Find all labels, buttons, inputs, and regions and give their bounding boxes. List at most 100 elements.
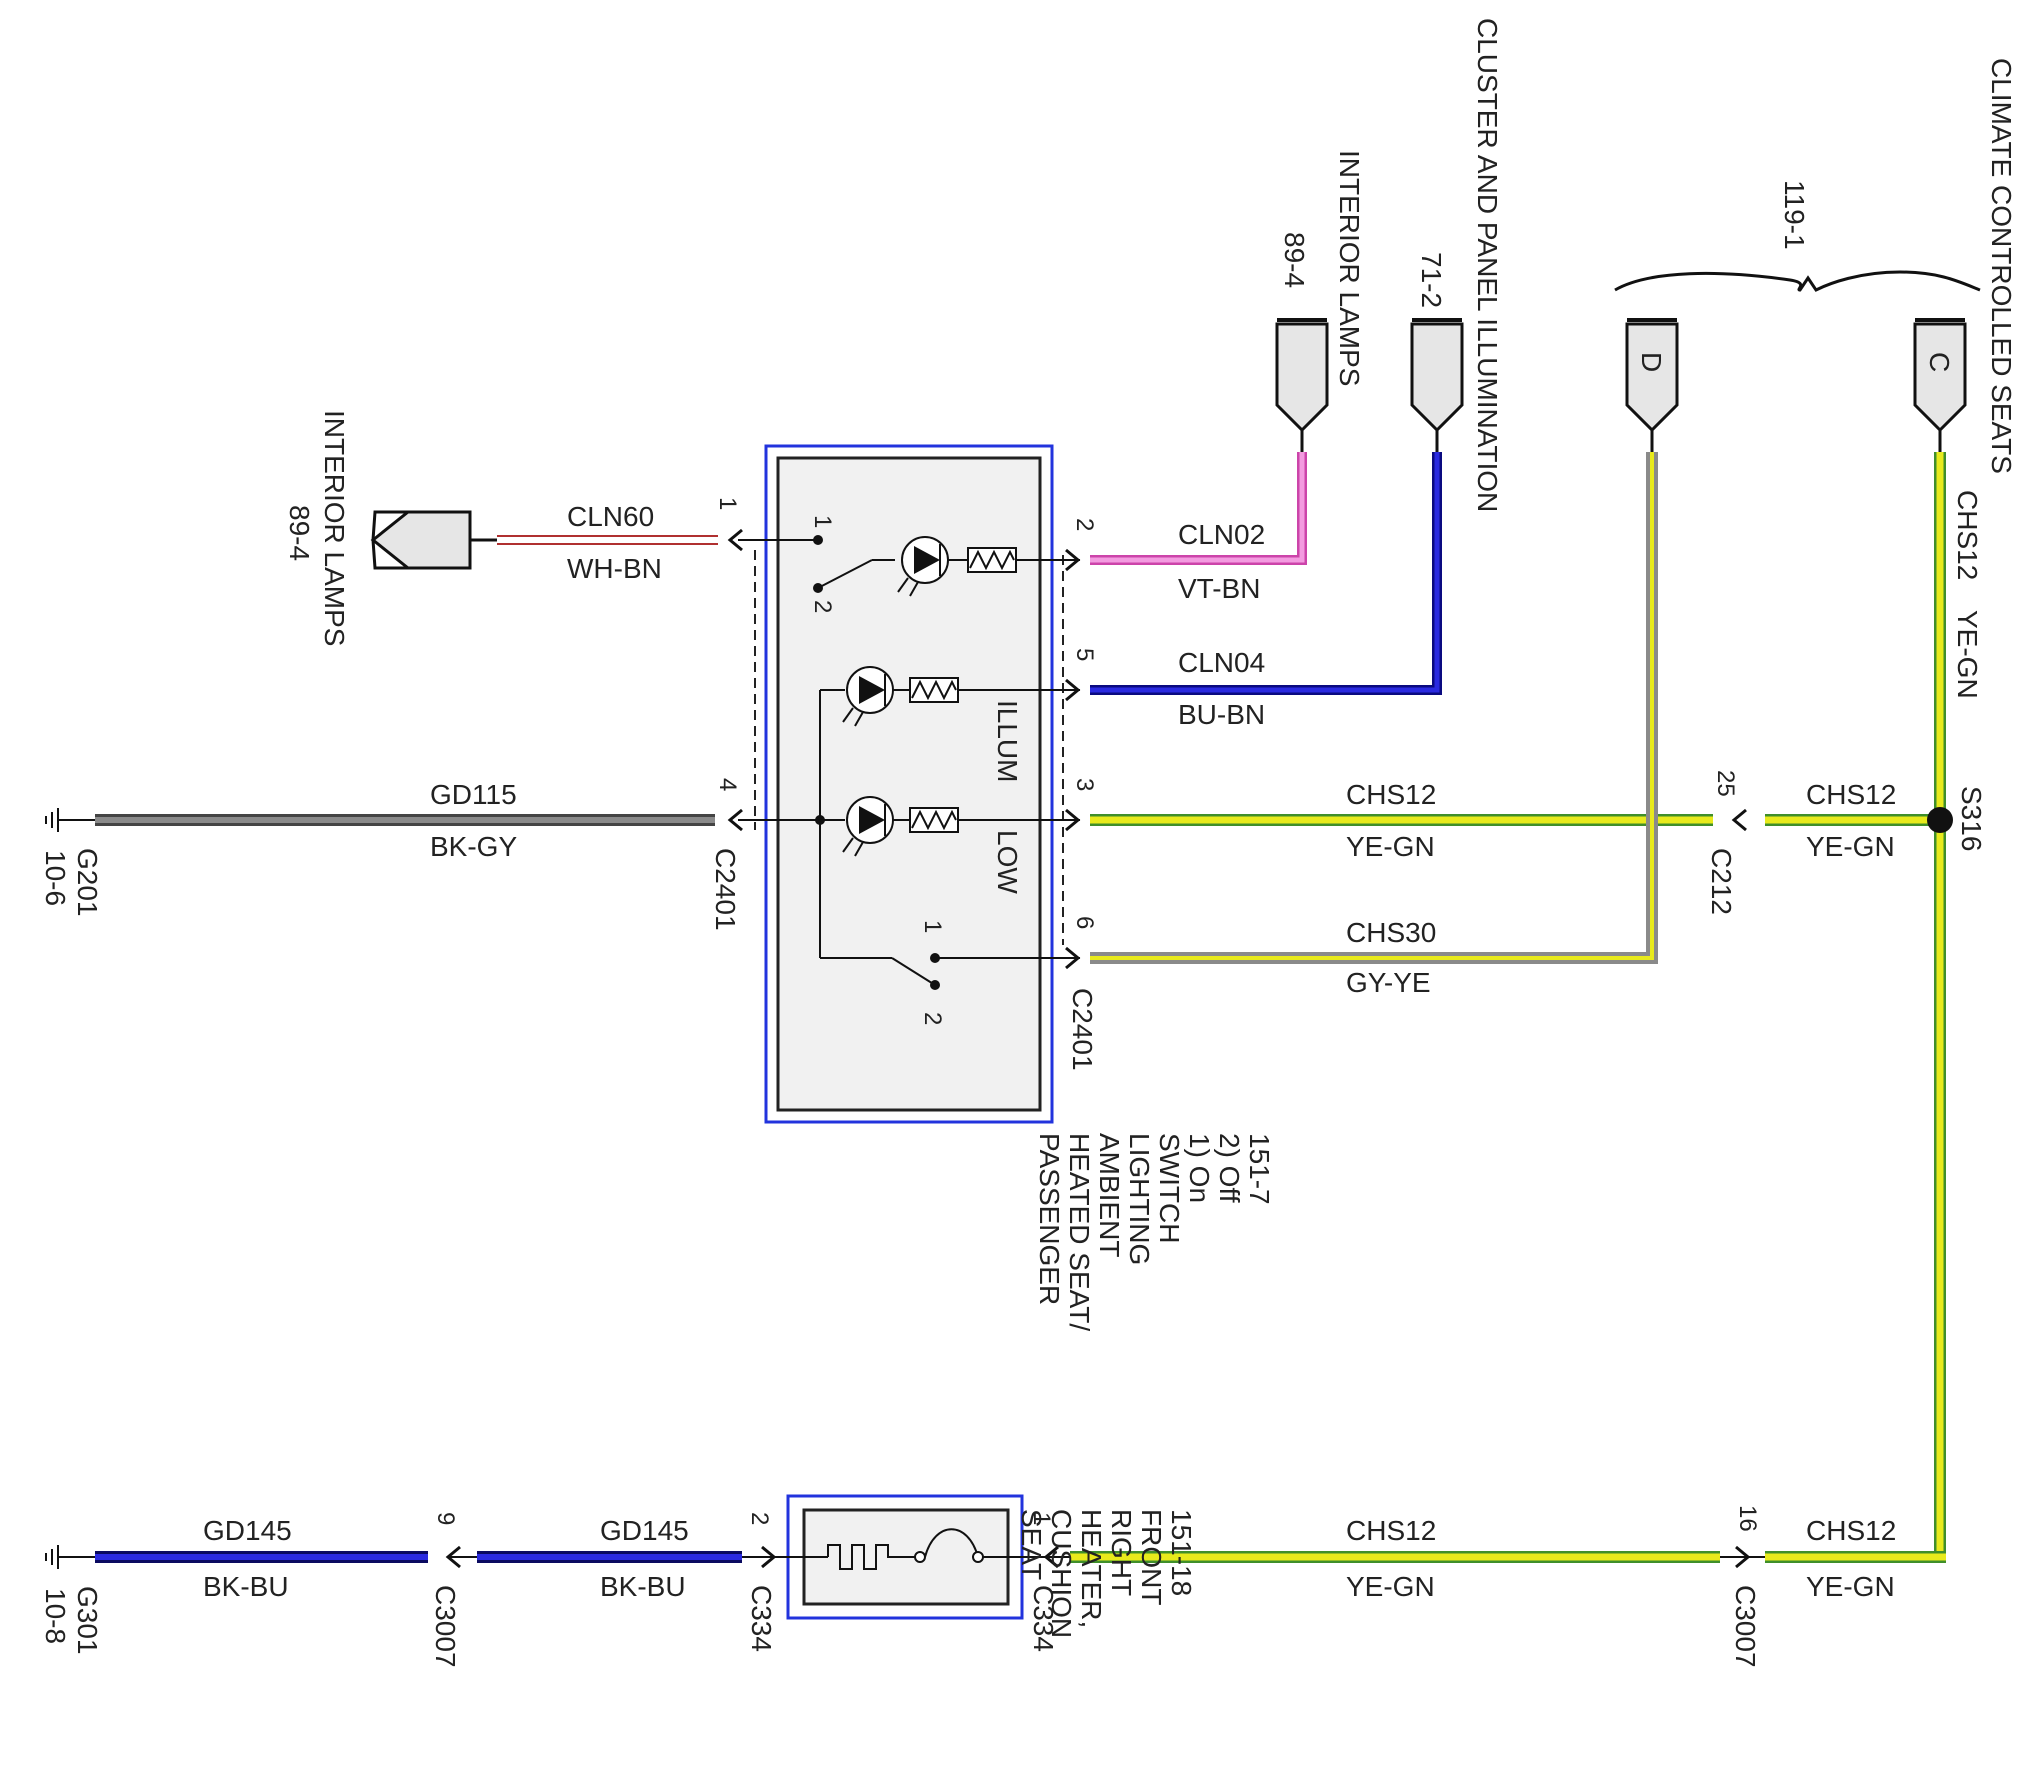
- connector-d: [1625, 318, 1679, 452]
- c2401-pin2-arrow: [1065, 548, 1081, 572]
- switch-module-outer-border: [764, 444, 1054, 1124]
- wire-color-cln02: VT-BN: [1178, 573, 1260, 604]
- c3007-pin-16-label: 16: [1734, 1505, 1761, 1532]
- switch-description-line-3: AMBIENT: [1094, 1133, 1125, 1257]
- climate-seats-brace: [1614, 270, 1981, 292]
- ground-g201-ref: 10-6: [40, 850, 71, 906]
- heater-description-line-5: FRONT: [1136, 1509, 1167, 1605]
- c2401-pin-6-label: 6: [1071, 916, 1098, 929]
- c2401-pin3-arrow: [1065, 808, 1081, 832]
- wire-label-chs12-bottom: CHS12: [1346, 1515, 1436, 1546]
- connector-d-letter: D: [1636, 352, 1667, 372]
- interior-lamps-top-connector: [1275, 318, 1329, 452]
- switch-description-line-8: 151-7: [1244, 1133, 1275, 1205]
- switch-description-line-4: LIGHTING: [1124, 1133, 1155, 1265]
- connector-c334-left: C334: [746, 1585, 777, 1652]
- cluster-illumination-title: CLUSTER AND PANEL ILLUMINATION: [1472, 18, 1503, 512]
- interior-lamps-left-connector: [370, 510, 497, 570]
- c2401-pin-4-label: 4: [714, 778, 741, 791]
- c2401-pin-3-label: 3: [1071, 778, 1098, 791]
- heater-description-line-2: CUSHION: [1046, 1509, 1077, 1638]
- interior-lamps-top-page: 89-4: [1279, 232, 1310, 288]
- connector-c-letter: C: [1924, 352, 1955, 372]
- c334-pin-1-label: 1: [1028, 1512, 1055, 1525]
- c2401-pin-1-label: 1: [714, 497, 741, 510]
- switch-a-pin-2: 2: [809, 600, 836, 613]
- switch-description-line-1: PASSENGER: [1034, 1133, 1065, 1305]
- interior-lamps-left-title: INTERIOR LAMPS: [319, 410, 350, 646]
- wire-color-cln04: BU-BN: [1178, 699, 1265, 730]
- wire-color-chs12-c2401: YE-GN: [1346, 831, 1435, 862]
- heater-description-line-4: RIGHT: [1106, 1509, 1137, 1596]
- ground-g201-name: G201: [72, 848, 103, 917]
- connector-c3007-right: C3007: [1730, 1585, 1761, 1668]
- switch-description-line-2: HEATED SEAT/: [1064, 1133, 1095, 1331]
- resistor-a: [967, 547, 1017, 573]
- c212-arrow: [1731, 808, 1747, 832]
- switch-a-pin-1: 1: [809, 515, 836, 528]
- wire-label-chs12-vertical: CHS12: [1952, 490, 1983, 580]
- c334-pin-2-label: 2: [746, 1512, 773, 1525]
- c212-pin-25-label: 25: [1712, 770, 1739, 797]
- wire-label-gd145-a: GD145: [203, 1515, 292, 1546]
- wire-color-chs12-vertical: YE-GN: [1952, 610, 1983, 699]
- c2401-pin6-arrow: [1065, 946, 1081, 970]
- switch-description-line-6: 1) On: [1184, 1133, 1215, 1203]
- c2401-pin-5-label: 5: [1071, 648, 1098, 661]
- climate-seats-title: CLIMATE CONTROLLED SEATS: [1986, 58, 2017, 474]
- cluster-illumination-connector: [1410, 318, 1464, 452]
- heater-description-line-1: SEAT: [1016, 1509, 1047, 1580]
- wire-cln02: [1090, 452, 1307, 565]
- c2401-pin1-arrow: [727, 528, 743, 552]
- low-label: LOW: [992, 830, 1023, 894]
- wire-label-cln02: CLN02: [1178, 519, 1265, 550]
- climate-seats-page: 119-1: [1779, 180, 1810, 250]
- wire-chs30: [1090, 452, 1658, 964]
- thermostat-contact-left: [914, 1551, 926, 1563]
- connector-c2401-left: C2401: [710, 848, 741, 931]
- thermostat-icon: [924, 1528, 979, 1558]
- interior-lamps-top-title: INTERIOR LAMPS: [1334, 150, 1365, 386]
- switch-description-line-5: SWITCH: [1154, 1133, 1185, 1243]
- wire-color-gd145-a: BK-BU: [203, 1571, 289, 1602]
- connector-c334-right: C334: [1028, 1585, 1059, 1652]
- wire-label-cln60: CLN60: [567, 501, 654, 532]
- ground-g201-symbol: [45, 808, 95, 832]
- wire-label-chs12-c2401: CHS12: [1346, 779, 1436, 810]
- wire-color-chs12-bottom-right: YE-GN: [1806, 1571, 1895, 1602]
- internal-junction: [815, 815, 825, 825]
- connector-c3007-left: C3007: [430, 1585, 461, 1668]
- wire-color-chs12-bottom: YE-GN: [1346, 1571, 1435, 1602]
- led-b: [842, 666, 894, 727]
- wire-label-chs12-bottom-right: CHS12: [1806, 1515, 1896, 1546]
- connector-c212: C212: [1706, 848, 1737, 915]
- c2401-pin5-arrow: [1065, 678, 1081, 702]
- connector-c2401-right: C2401: [1067, 988, 1098, 1071]
- heater-description-line-3: HEATER,: [1076, 1509, 1107, 1628]
- c3007-pin-9-label: 9: [432, 1512, 459, 1525]
- ground-g301-symbol: [45, 1545, 95, 1569]
- wire-cln60: [497, 535, 718, 545]
- wire-color-chs30: GY-YE: [1346, 967, 1431, 998]
- switch-a-blade: [817, 559, 873, 589]
- switch-b-blade: [891, 957, 936, 986]
- splice-s316: [1927, 807, 1953, 833]
- ground-g301-ref: 10-8: [40, 1588, 71, 1644]
- wire-color-gd115: BK-GY: [430, 831, 517, 862]
- heater-element-icon: [827, 1544, 915, 1570]
- switch-b-pin-1: 1: [919, 920, 946, 933]
- wire-cln04: [1090, 452, 1442, 695]
- wire-label-cln04: CLN04: [1178, 647, 1265, 678]
- ground-g301-name: G301: [72, 1586, 103, 1655]
- wire-color-cln60: WH-BN: [567, 553, 662, 584]
- switch-description-line-7: 2) Off: [1214, 1133, 1245, 1203]
- wire-label-chs12-c212: CHS12: [1806, 779, 1896, 810]
- switch-b-pin-2: 2: [919, 1012, 946, 1025]
- heater-description-line-6: 151-18: [1166, 1509, 1197, 1596]
- wire-color-gd145-b: BK-BU: [600, 1571, 686, 1602]
- resistor-c: [909, 807, 959, 833]
- c2401-pin4-arrow: [727, 808, 743, 832]
